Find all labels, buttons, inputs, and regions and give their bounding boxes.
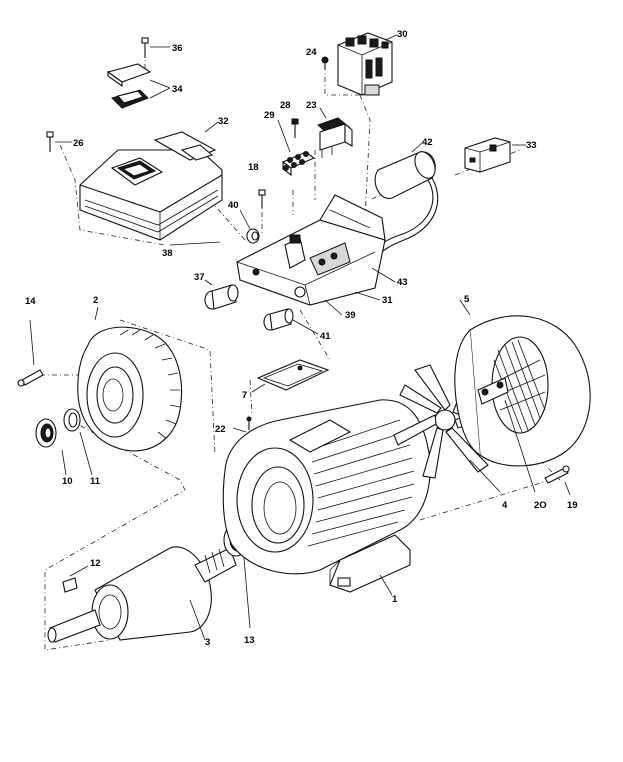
assembly-guide-lines bbox=[40, 52, 561, 651]
part-11-seal-ring bbox=[63, 408, 93, 476]
part-10-bearing bbox=[35, 418, 67, 476]
label-11: 11 bbox=[90, 476, 101, 487]
label-24: 24 bbox=[306, 47, 317, 58]
part-26-screw bbox=[46, 131, 72, 152]
label-39: 39 bbox=[345, 310, 356, 321]
part-34-window-covers bbox=[106, 63, 171, 109]
part-20-clamp bbox=[477, 377, 536, 493]
part-29-terminal-block bbox=[277, 118, 316, 177]
part-18-screw bbox=[258, 189, 266, 208]
part-1-stator-housing bbox=[222, 399, 431, 596]
label-12: 12 bbox=[90, 558, 101, 569]
part-41-cable-gland bbox=[263, 308, 319, 335]
leader-lines bbox=[169, 241, 343, 316]
label-41: 41 bbox=[320, 331, 331, 342]
label-32: 32 bbox=[218, 116, 229, 127]
label-28: 28 bbox=[280, 100, 291, 111]
part-23-switch bbox=[317, 107, 353, 158]
label-2: 2 bbox=[93, 295, 98, 306]
part-40-seal-ring bbox=[239, 209, 260, 244]
label-18: 18 bbox=[248, 162, 259, 173]
label-38: 38 bbox=[162, 248, 173, 259]
label-43: 43 bbox=[397, 277, 408, 288]
label-1: 1 bbox=[392, 594, 398, 605]
label-42: 42 bbox=[422, 137, 433, 148]
part-number-labels: 36 34 26 32 38 30 24 28 29 23 18 42 33 4… bbox=[25, 29, 578, 648]
part-5-fan-cover bbox=[454, 299, 591, 467]
part-37-cable-gland bbox=[204, 279, 239, 310]
label-22: 22 bbox=[215, 424, 226, 435]
label-36: 36 bbox=[172, 43, 183, 54]
label-13: 13 bbox=[244, 635, 255, 646]
label-37: 37 bbox=[194, 272, 205, 283]
part-19-screw bbox=[544, 465, 571, 496]
label-34: 34 bbox=[172, 84, 183, 95]
label-23: 23 bbox=[306, 100, 317, 111]
label-7: 7 bbox=[242, 390, 247, 401]
part-3-rotor bbox=[47, 546, 237, 643]
part-7-nameplate bbox=[251, 359, 330, 393]
label-30: 30 bbox=[397, 29, 408, 40]
label-40: 40 bbox=[228, 200, 239, 211]
label-29: 29 bbox=[264, 110, 275, 121]
part-14-screw bbox=[17, 319, 44, 387]
label-26: 26 bbox=[73, 138, 84, 149]
part-31-terminal-box bbox=[236, 194, 396, 306]
label-33: 33 bbox=[526, 140, 537, 151]
part-24-screw bbox=[321, 56, 329, 70]
label-14: 14 bbox=[25, 296, 36, 307]
part-36-screw bbox=[141, 37, 170, 58]
part-38-terminal-box-cover bbox=[79, 121, 223, 241]
part-33-plate bbox=[464, 137, 526, 173]
label-31: 31 bbox=[382, 295, 393, 306]
label-4: 4 bbox=[502, 500, 508, 511]
label-20: 2O bbox=[534, 500, 547, 511]
part-12-key bbox=[62, 565, 89, 593]
part-30-contactor bbox=[337, 32, 398, 96]
label-5: 5 bbox=[464, 294, 470, 305]
label-3: 3 bbox=[205, 637, 210, 648]
label-10: 10 bbox=[62, 476, 73, 487]
part-2-end-shield bbox=[77, 306, 183, 452]
label-19: 19 bbox=[567, 500, 578, 511]
